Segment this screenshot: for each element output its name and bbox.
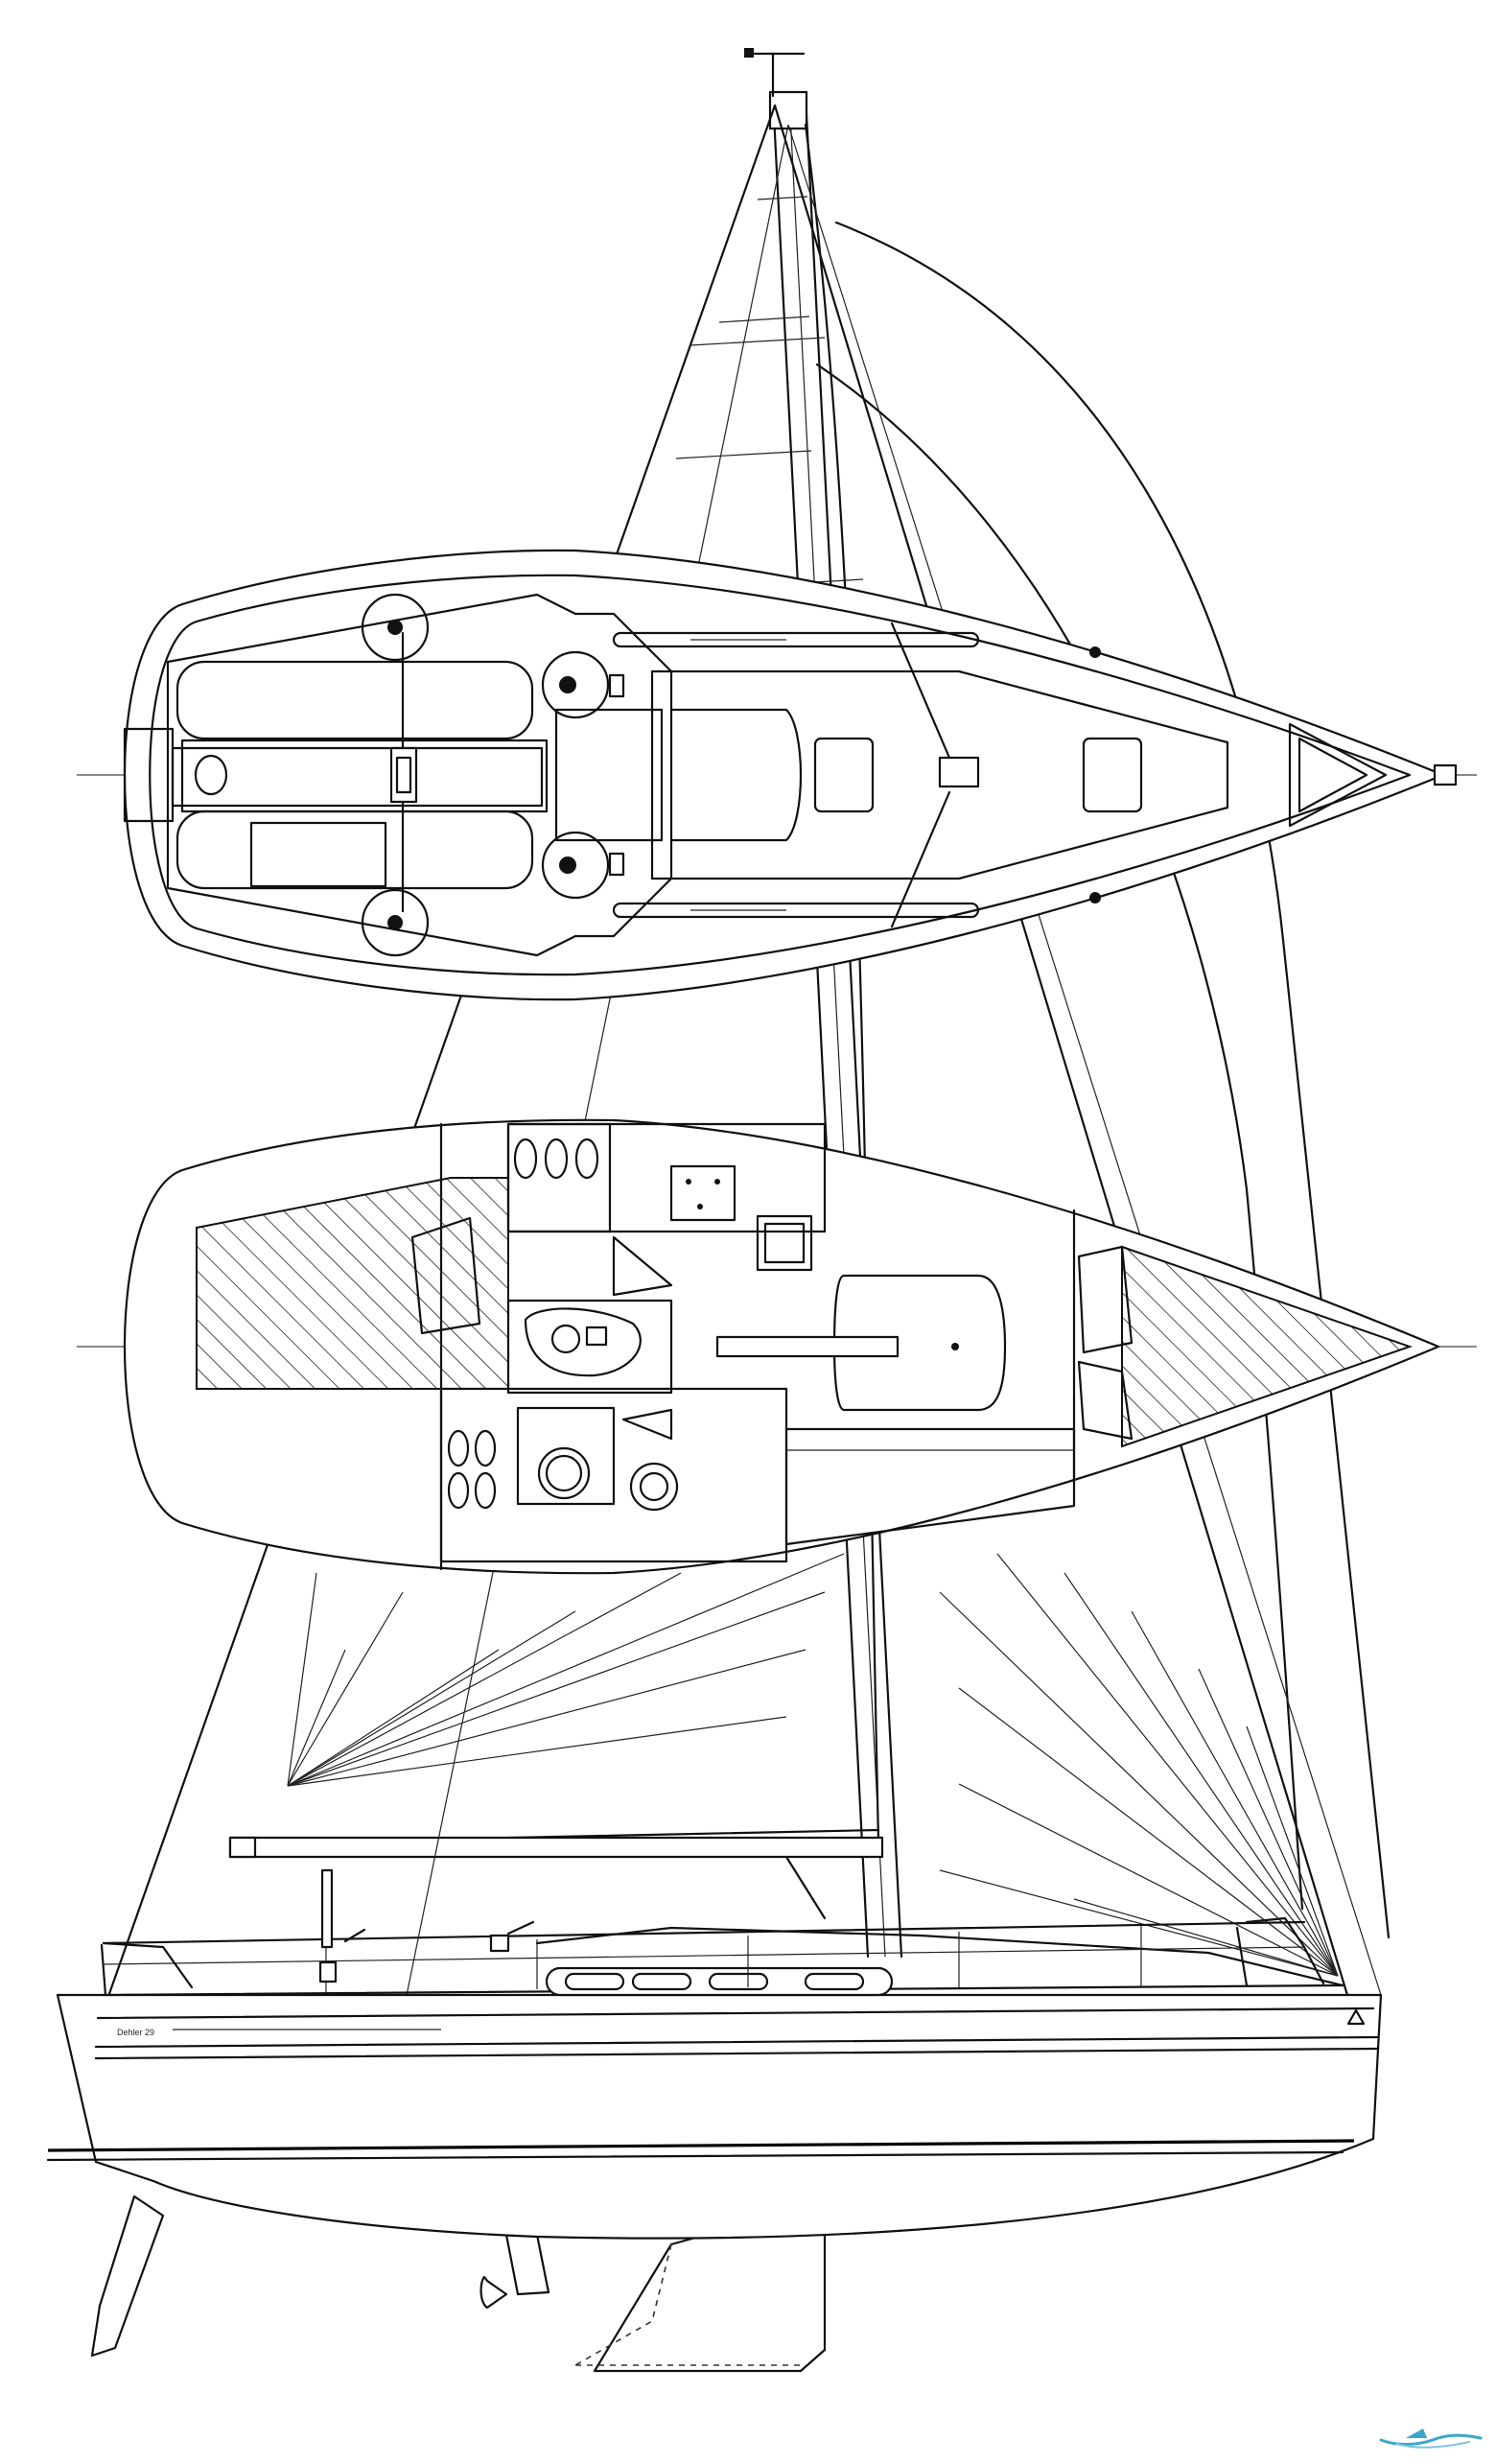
galley xyxy=(506,1122,827,1272)
sail-seams-right xyxy=(939,1553,1339,1977)
saildrive xyxy=(504,2233,550,2296)
sail-plan xyxy=(104,48,1391,2015)
hull-name-plate: Dehler 29 xyxy=(117,2028,154,2037)
heads xyxy=(506,1235,673,1395)
boom xyxy=(228,1836,884,1920)
keel xyxy=(593,2233,827,2373)
winches xyxy=(361,593,625,957)
deck-plan-hull xyxy=(123,549,1445,1001)
accommodation-plan xyxy=(77,1118,1477,1575)
coachroof xyxy=(554,622,1229,928)
hull-profile: Dehler 29 xyxy=(46,1868,1383,2373)
rigging xyxy=(402,124,1382,2015)
sail-seams-left xyxy=(287,1553,845,1787)
mast xyxy=(744,48,903,1959)
foredeck xyxy=(1089,646,1458,903)
saloon xyxy=(715,1274,1076,1546)
v-berth xyxy=(1121,1245,1414,1448)
spinnaker-sail xyxy=(815,221,1391,1939)
rudder xyxy=(90,2194,165,2358)
lifelines xyxy=(102,1916,1325,1993)
deck-plan xyxy=(77,549,1477,1001)
boat-watermark-icon xyxy=(1379,2429,1483,2449)
